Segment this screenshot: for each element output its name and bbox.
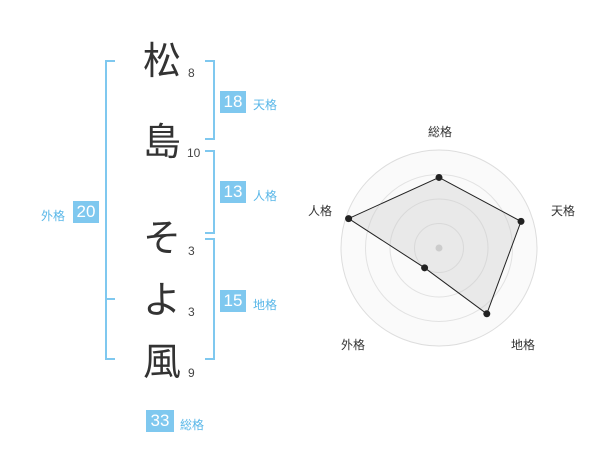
stroke-count-1: 8	[188, 66, 195, 80]
stroke-count-3: 3	[188, 244, 195, 258]
jinkaku-label: 人格	[253, 189, 278, 203]
soukaku-badge: 33	[146, 410, 174, 432]
radar-label-tenkaku: 天格	[551, 204, 576, 218]
chikaku-badge: 15	[220, 290, 246, 312]
name-char-3: そ	[142, 216, 181, 260]
chikaku-label: 地格	[253, 298, 278, 312]
stroke-count-5: 9	[188, 366, 195, 380]
stroke-count-2: 10	[187, 146, 201, 160]
name-char-1: 松	[142, 39, 181, 83]
radar-point-2	[517, 217, 525, 225]
jinkaku-badge: 13	[220, 181, 246, 203]
tenkaku-bracket	[205, 60, 215, 140]
chikaku-bracket	[205, 238, 215, 360]
radar-label-jinkaku: 人格	[308, 204, 333, 218]
soukaku-label: 総格	[180, 418, 205, 432]
radar-point-3	[483, 310, 491, 318]
tenkaku-badge: 18	[220, 91, 246, 113]
radar-point-4	[421, 264, 429, 272]
radar-series-polygon	[347, 176, 522, 315]
radar-label-gaikaku: 外格	[341, 338, 366, 352]
gaikaku-bracket-tick	[105, 298, 115, 300]
tenkaku-label: 天格	[253, 98, 278, 112]
jinkaku-bracket	[205, 150, 215, 234]
name-char-2: 島	[142, 120, 181, 164]
gaikaku-bracket	[105, 60, 115, 360]
radar-point-5	[345, 215, 353, 223]
stroke-count-4: 3	[188, 305, 195, 319]
radar-point-1	[435, 173, 443, 181]
radar-center-dot	[435, 244, 443, 252]
radar-ring	[389, 198, 489, 298]
gaikaku-badge: 20	[73, 201, 99, 223]
radar-background	[340, 149, 538, 347]
radar-label-soukaku: 総格	[428, 125, 453, 139]
gaikaku-label: 外格	[41, 209, 66, 223]
radar-ring	[414, 223, 464, 273]
name-char-4: よ	[142, 278, 181, 322]
radar-ring	[365, 174, 513, 322]
name-char-5: 風	[142, 340, 181, 384]
radar-label-chikaku: 地格	[511, 338, 536, 352]
